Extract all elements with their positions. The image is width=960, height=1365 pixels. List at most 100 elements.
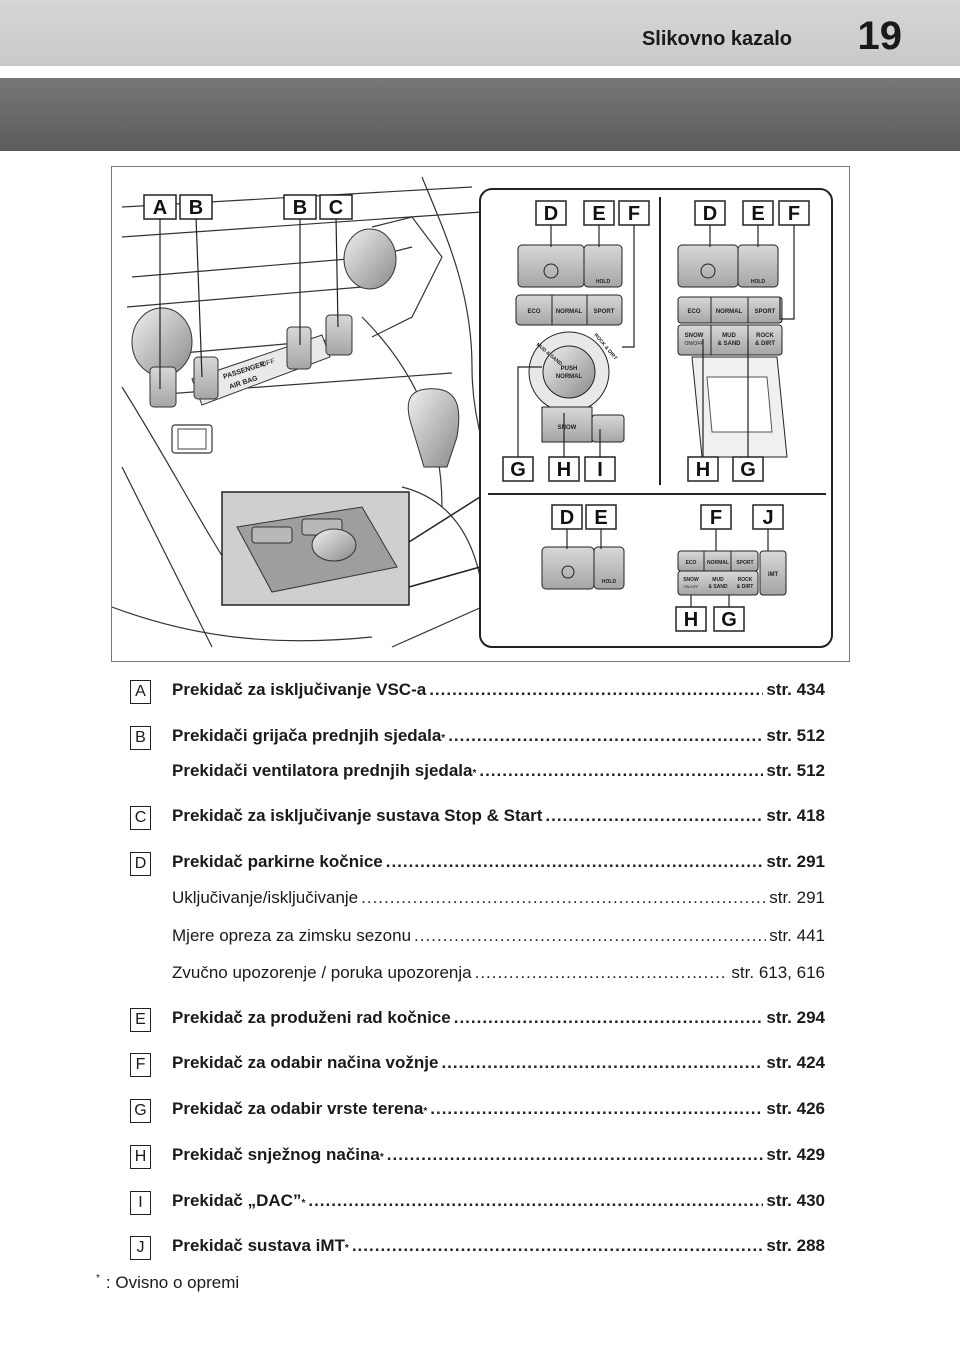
p2-sport-label: SPORT bbox=[755, 309, 776, 315]
leader-dots: ........................................… bbox=[545, 806, 763, 825]
p1-normal-label: NORMAL bbox=[556, 309, 583, 315]
callout-p3-j: J bbox=[762, 507, 773, 529]
p2-eco-label: ECO bbox=[687, 309, 700, 315]
entry-page-ref[interactable]: str. 294 bbox=[766, 1008, 825, 1027]
callout-p1-f: F bbox=[628, 203, 640, 225]
callout-p2-g: G bbox=[740, 459, 756, 481]
p3-mud-label: MUD bbox=[712, 577, 724, 583]
index-entry: A Prekidač za isključivanje VSC-a.......… bbox=[0, 678, 960, 708]
p1-push-label: PUSH bbox=[561, 366, 578, 372]
entry-page-ref[interactable]: str. 418 bbox=[766, 806, 825, 825]
entry-badge: H bbox=[130, 1145, 151, 1169]
callout-labels: A B B C D E F D E F G H I H G D E F bbox=[143, 194, 810, 632]
console-illustration-svg: PASSENGER AIR BAG OFF HOLD ECO NORMAL SP… bbox=[112, 176, 833, 648]
leader-dots: ........................................… bbox=[448, 726, 763, 745]
entry-badge: J bbox=[130, 1236, 151, 1260]
p1-sport-label: SPORT bbox=[594, 309, 615, 315]
leader-dots: ........................................… bbox=[429, 680, 763, 699]
callout-p1-d: D bbox=[544, 203, 558, 225]
entry-page-ref[interactable]: str. 424 bbox=[766, 1053, 825, 1072]
entry-page-ref[interactable]: str. 512 bbox=[766, 761, 825, 780]
p3-snow-label: SNOW bbox=[683, 577, 699, 583]
index-entry: J Prekidač sustava iMT*.................… bbox=[0, 1234, 960, 1264]
panel3-switches: HOLD ECO NORMAL SPORT SNOW ON/OFF MUD & … bbox=[541, 546, 787, 596]
p3-imt-label: iMT bbox=[768, 572, 779, 578]
p2-snow-sub-label: ON/OFF bbox=[685, 341, 704, 347]
leader-dots: ........................................… bbox=[474, 963, 729, 982]
entry-page-ref[interactable]: str. 288 bbox=[766, 1236, 825, 1255]
p3-eco-label: ECO bbox=[686, 560, 697, 566]
panel2-switches: HOLD ECO NORMAL SPORT SNOW ON/OFF MUD & … bbox=[677, 244, 788, 458]
entry-page-ref[interactable]: str. 426 bbox=[766, 1099, 825, 1118]
index-entry: E Prekidač za produženi rad kočnice.....… bbox=[0, 1006, 960, 1036]
callout-p3-g: G bbox=[721, 609, 737, 631]
callout-p2-f: F bbox=[788, 203, 800, 225]
entry-page-ref[interactable]: str. 512 bbox=[766, 726, 825, 745]
callout-c: C bbox=[329, 197, 343, 219]
callout-p3-d: D bbox=[560, 507, 574, 529]
leader-dots: ........................................… bbox=[441, 1053, 763, 1072]
p3-hold-label: HOLD bbox=[602, 579, 617, 585]
p2-snow-label: SNOW bbox=[685, 333, 704, 339]
callout-b-right: B bbox=[293, 197, 307, 219]
leader-dots: ........................................… bbox=[386, 1145, 764, 1164]
entry-label: Prekidač snježnog načina bbox=[172, 1145, 380, 1164]
index-entry: D Prekidač parkirne kočnice.............… bbox=[0, 850, 960, 880]
p3-mud-sub-label: & SAND bbox=[708, 584, 728, 590]
callout-b-left: B bbox=[189, 197, 203, 219]
callout-p2-h: H bbox=[696, 459, 710, 481]
panel1-switches: HOLD ECO NORMAL SPORT MUD & SAND ROCK & … bbox=[515, 244, 625, 443]
entry-page-ref[interactable]: str. 613, 616 bbox=[731, 963, 825, 982]
index-entry: Mjere opreza za zimsku sezonu...........… bbox=[0, 924, 960, 954]
index-entry: I Prekidač „DAC”*.......................… bbox=[0, 1189, 960, 1219]
entry-label: Prekidač za odabir vrste terena bbox=[172, 1099, 424, 1118]
center-button-strip: PASSENGER AIR BAG OFF bbox=[149, 314, 353, 408]
leader-dots: ........................................… bbox=[361, 888, 767, 907]
index-entry: G Prekidač za odabir vrste terena*......… bbox=[0, 1097, 960, 1127]
header-band bbox=[0, 0, 960, 66]
airbag-off-label: OFF bbox=[260, 358, 275, 369]
p1-hold-label: HOLD bbox=[596, 279, 611, 285]
callout-p1-e: E bbox=[592, 203, 605, 225]
entry-label: Prekidač sustava iMT bbox=[172, 1236, 345, 1255]
p3-rock-label: ROCK bbox=[738, 577, 753, 583]
entry-badge: D bbox=[130, 852, 151, 876]
page-number: 19 bbox=[857, 14, 903, 58]
leader-dots: ........................................… bbox=[479, 761, 764, 780]
entry-label: Prekidači grijača prednjih sjedala bbox=[172, 726, 442, 745]
entry-label: Zvučno upozorenje / poruka upozorenja bbox=[172, 963, 472, 982]
seat-heater-switch-left bbox=[193, 356, 219, 400]
console-illustration: PASSENGER AIR BAG OFF HOLD ECO NORMAL SP… bbox=[111, 166, 850, 662]
entry-label: Prekidač za produženi rad kočnice bbox=[172, 1008, 451, 1027]
entry-page-ref[interactable]: str. 434 bbox=[766, 680, 825, 699]
entry-page-ref[interactable]: str. 291 bbox=[769, 888, 825, 907]
leader-lines bbox=[159, 216, 795, 607]
entry-page-ref[interactable]: str. 291 bbox=[766, 852, 825, 871]
p2-hold-label: HOLD bbox=[751, 279, 766, 285]
inset-detail bbox=[236, 506, 398, 593]
entry-label: Mjere opreza za zimsku sezonu bbox=[172, 926, 412, 945]
entry-label: Prekidač za odabir načina vožnje bbox=[172, 1053, 439, 1072]
index-entry: B Prekidači grijača prednjih sjedala*...… bbox=[0, 724, 960, 754]
entry-page-ref[interactable]: str. 430 bbox=[766, 1191, 825, 1210]
leader-dots: ........................................… bbox=[385, 852, 764, 871]
callout-p1-g: G bbox=[510, 459, 526, 481]
entry-label: Prekidač za isključivanje sustava Stop &… bbox=[172, 806, 543, 825]
right-knob bbox=[343, 228, 397, 290]
vsc-off-switch bbox=[149, 366, 177, 408]
entry-page-ref[interactable]: str. 429 bbox=[766, 1145, 825, 1164]
callout-p3-e: E bbox=[594, 507, 607, 529]
index-entry: C Prekidač za isključivanje sustava Stop… bbox=[0, 804, 960, 834]
p3-sport-label: SPORT bbox=[736, 560, 753, 566]
callout-p3-f: F bbox=[710, 507, 722, 529]
p2-normal-label: NORMAL bbox=[716, 309, 743, 315]
entry-page-ref[interactable]: str. 441 bbox=[769, 926, 825, 945]
stop-start-switch bbox=[325, 314, 353, 356]
entry-label: Uključivanje/isključivanje bbox=[172, 888, 359, 907]
index-entry: Uključivanje/isključivanje..............… bbox=[0, 886, 960, 916]
callout-p2-e: E bbox=[751, 203, 764, 225]
left-knob bbox=[131, 307, 193, 377]
entry-badge: A bbox=[130, 680, 151, 704]
entry-badge: B bbox=[130, 726, 151, 750]
index-entry: Prekidači ventilatora prednjih sjedala*.… bbox=[172, 761, 825, 780]
